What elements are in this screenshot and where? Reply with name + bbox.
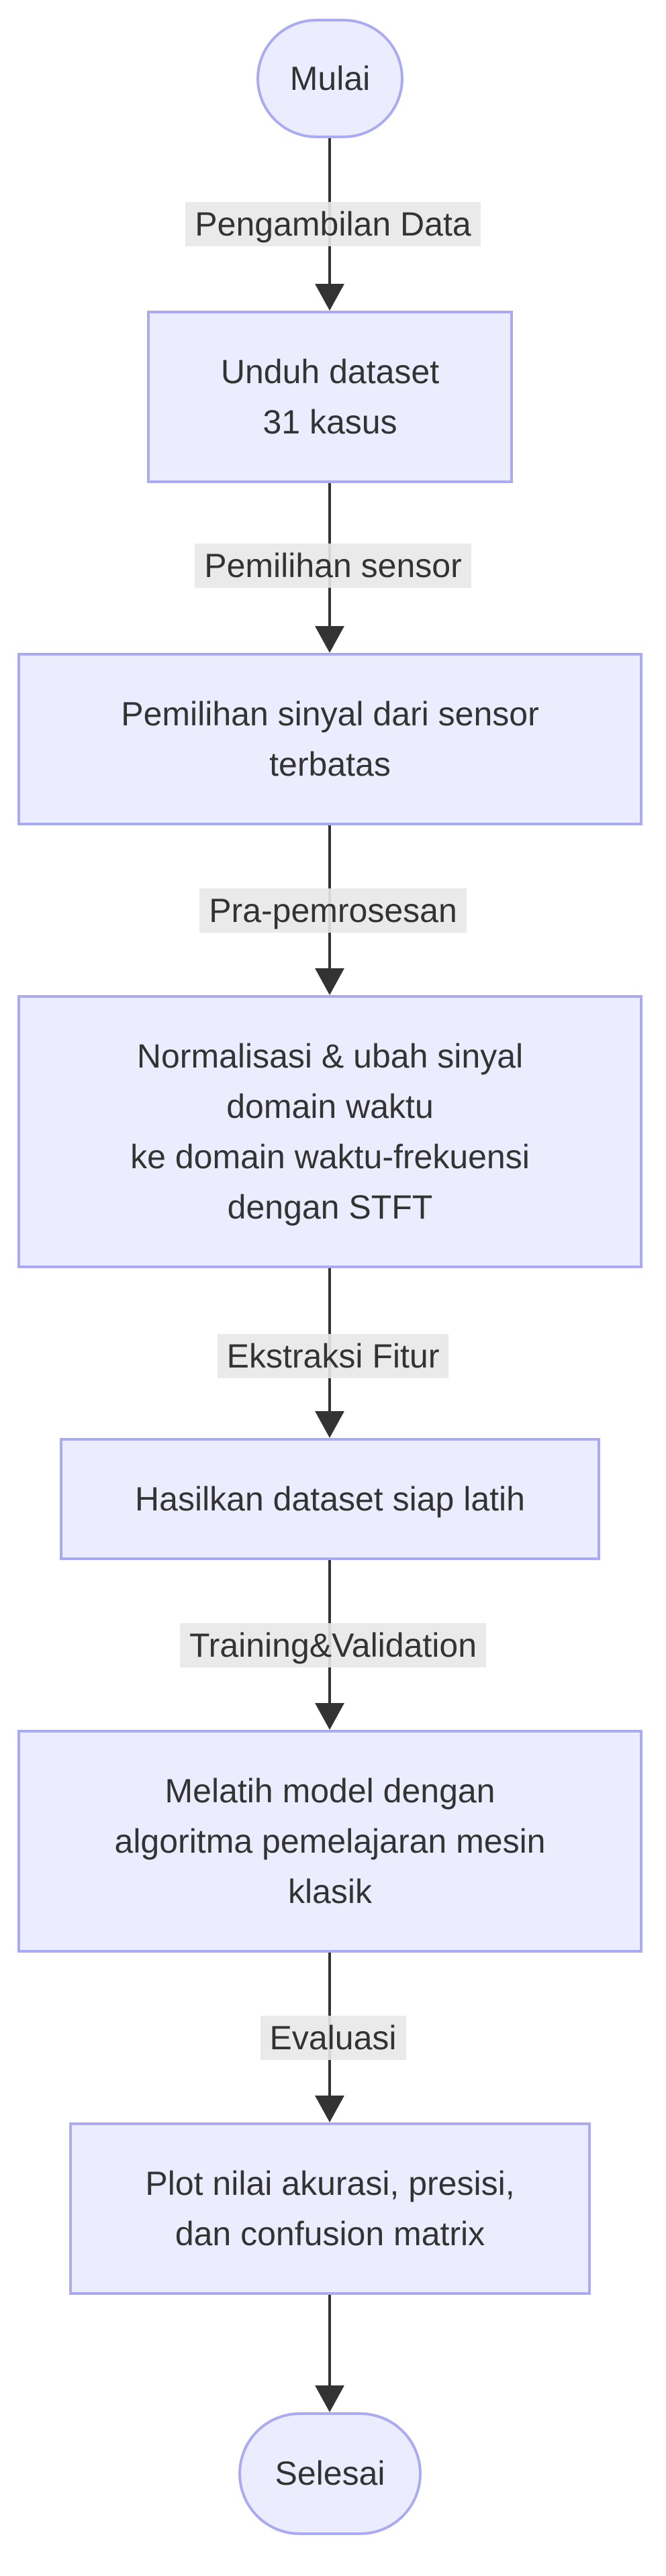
node-text-line: Plot nilai akurasi, presisi, xyxy=(145,2164,515,2202)
edge-label-text: Training&Validation xyxy=(179,1623,487,1667)
edge-label-evaluasi: Evaluasi xyxy=(0,2016,666,2060)
edge-label-pengambilan-data: Pengambilan Data xyxy=(0,202,666,246)
node-normalisasi-stft: Normalisasi & ubah sinyal domain waktu k… xyxy=(17,995,643,1268)
edge-shaft-evaluation-end xyxy=(328,2295,331,2385)
edge-label-text: Pra-pemrosesan xyxy=(199,888,467,933)
node-text-line: 31 kasus xyxy=(263,403,397,441)
arrowhead-training-evaluation xyxy=(315,2096,344,2122)
node-text-line: algoritma pemelajaran mesin xyxy=(114,1822,546,1860)
node-text-line: Pemilihan sinyal dari sensor xyxy=(121,694,539,733)
node-text-line: Selesai xyxy=(275,2455,385,2492)
node-text-line: dengan STFT xyxy=(227,1188,433,1226)
edge-label-text: Pemilihan sensor xyxy=(195,544,471,588)
node-text-line: ke domain waktu-frekuensi xyxy=(130,1137,530,1176)
node-text-line: Unduh dataset xyxy=(220,352,440,391)
edge-label-pemilihan-sensor: Pemilihan sensor xyxy=(0,544,666,588)
node-unduh-dataset: Unduh dataset 31 kasus xyxy=(147,311,513,483)
node-text-line: Normalisasi & ubah sinyal xyxy=(136,1037,524,1075)
arrowhead-dataset-training xyxy=(315,1703,344,1730)
edge-label-pra-pemrosesan: Pra-pemrosesan xyxy=(0,888,666,933)
node-melatih-model: Melatih model dengan algoritma pemelajar… xyxy=(17,1730,643,1953)
node-text-line: dan confusion matrix xyxy=(175,2214,485,2253)
node-text-line: domain waktu xyxy=(226,1087,434,1125)
node-end: Selesai xyxy=(238,2412,422,2535)
arrowhead-preprocess-dataset xyxy=(315,1411,344,1438)
node-text-line: Mulai xyxy=(289,59,371,97)
edge-label-training-validation: Training&Validation xyxy=(0,1623,666,1667)
arrowhead-start-download xyxy=(315,284,344,311)
node-text-line: Melatih model dengan xyxy=(164,1771,495,1810)
edge-label-text: Ekstraksi Fitur xyxy=(217,1334,449,1378)
node-text-line: terbatas xyxy=(269,745,391,783)
arrowhead-evaluation-end xyxy=(315,2385,344,2412)
arrowhead-selection-preprocess xyxy=(315,968,344,995)
arrowhead-download-selection xyxy=(315,626,344,653)
node-hasilkan-dataset: Hasilkan dataset siap latih xyxy=(60,1438,600,1560)
edge-label-text: Pengambilan Data xyxy=(185,202,481,246)
node-text-line: Hasilkan dataset siap latih xyxy=(135,1480,525,1518)
node-pemilihan-sinyal: Pemilihan sinyal dari sensor terbatas xyxy=(17,653,643,825)
edge-label-ekstraksi-fitur: Ekstraksi Fitur xyxy=(0,1334,666,1378)
node-start: Mulai xyxy=(256,19,403,138)
edge-label-text: Evaluasi xyxy=(260,2016,406,2060)
node-text-line: klasik xyxy=(287,1872,373,1910)
node-plot-akurasi: Plot nilai akurasi, presisi, dan confusi… xyxy=(69,2122,591,2295)
